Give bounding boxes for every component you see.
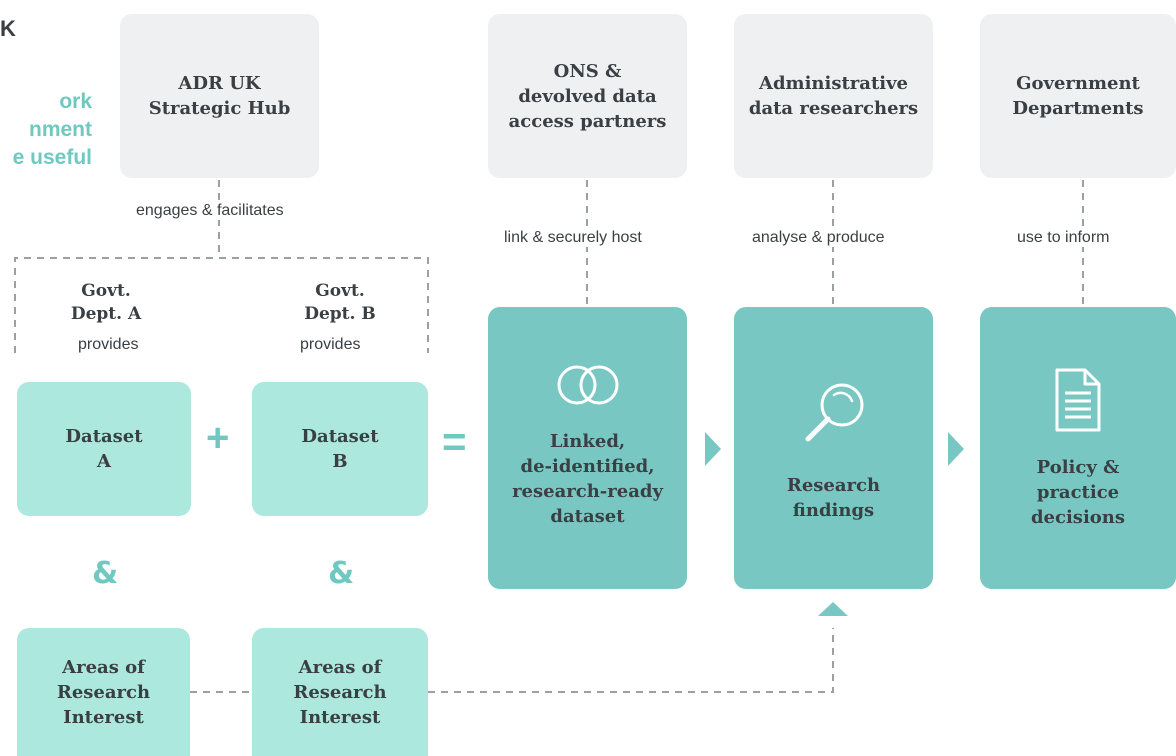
- dept-a-name: Govt. Dept. A: [70, 281, 142, 324]
- linked-dataset-box: Linked, de-identified, research-ready da…: [488, 307, 687, 589]
- strategic-hub-box: ADR UK Strategic Hub: [120, 14, 319, 178]
- strategic-hub-label: ADR UK Strategic Hub: [148, 73, 291, 119]
- ari-b-label: Areas of Research Interest: [293, 656, 387, 728]
- research-findings-box: Research findings: [734, 307, 933, 589]
- ampersand-b: &: [328, 556, 355, 591]
- dataset-a-box: Dataset A: [17, 382, 191, 516]
- equals-sign: =: [442, 418, 467, 465]
- researchers-box: Administrative data researchers: [734, 14, 933, 178]
- diagram-subtitle: ork nment e useful: [12, 90, 92, 169]
- ari-a-label: Areas of Research Interest: [56, 656, 151, 728]
- document-icon: [1055, 368, 1101, 431]
- policy-decisions-label: Policy & practice decisions: [1030, 456, 1126, 528]
- arrow-right-icon: [948, 432, 964, 466]
- link-rings-icon: [557, 365, 618, 405]
- research-findings-label: Research findings: [786, 475, 881, 521]
- ari-a-box: Areas of Research Interest: [17, 628, 190, 756]
- researchers-connector-label: analyse & produce: [748, 229, 889, 247]
- ons-partners-box: ONS & devolved data access partners: [488, 14, 687, 178]
- arrow-right-icon: [705, 432, 721, 466]
- govt-connector-label: use to inform: [1013, 229, 1114, 247]
- dataset-b-label: Dataset B: [301, 426, 379, 472]
- govt-departments-box: Government Departments: [980, 14, 1176, 178]
- ampersand-a: &: [92, 556, 119, 591]
- ari-b-box: Areas of Research Interest: [252, 628, 428, 756]
- linked-dataset-label: Linked, de-identified, research-ready da…: [512, 431, 663, 527]
- dataset-a-label: Dataset A: [65, 426, 143, 472]
- dept-a-provides: provides: [78, 336, 139, 353]
- dept-b-provides: provides: [300, 336, 361, 353]
- diagram-title: K: [0, 16, 16, 41]
- plus-sign: +: [206, 416, 230, 460]
- arrow-up-icon: [818, 602, 848, 616]
- dept-b-name: Govt. Dept. B: [304, 281, 376, 324]
- govt-departments-label: Government Departments: [1012, 73, 1144, 119]
- ons-connector-label: link & securely host: [500, 229, 646, 247]
- researchers-label: Administrative data researchers: [748, 73, 919, 119]
- policy-decisions-box: Policy & practice decisions: [980, 307, 1176, 589]
- magnifier-icon: [805, 383, 863, 442]
- dataset-b-box: Dataset B: [252, 382, 428, 516]
- ons-partners-label: ONS & devolved data access partners: [508, 60, 667, 132]
- hub-connector-label: engages & facilitates: [132, 202, 288, 220]
